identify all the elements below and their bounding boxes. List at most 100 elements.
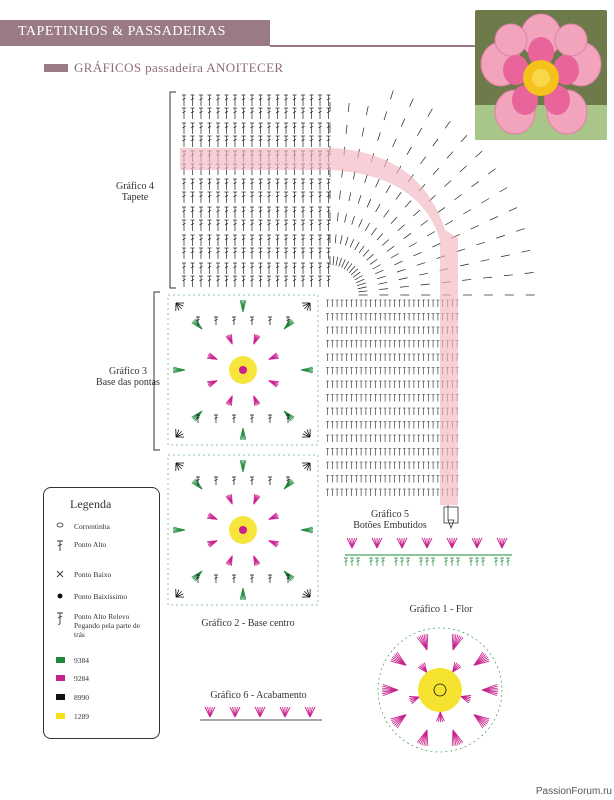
stitch-mark [250,206,254,218]
g4-bracket [169,91,176,289]
stitch-mark [207,135,212,147]
stitch-mark [250,178,254,190]
row-stitch [364,421,368,429]
row-stitch [436,326,440,334]
row-stitch [340,394,344,402]
stitch-mark [326,122,331,134]
stitch-mark [292,247,297,259]
fan-stitch [339,235,343,245]
row-stitch [383,326,387,334]
g4-label: Gráfico 4 Tapete [110,181,160,203]
stitch-mark [224,247,229,259]
stitch-mark [182,122,186,134]
stitch-mark [190,135,195,147]
magenta-stitch [209,352,218,360]
magenta-stitch [268,517,279,520]
legend-color-1289: 1289 [54,712,89,721]
stitch-mark [275,219,280,231]
stitch-mark [301,206,305,218]
stitch-mark [292,191,297,203]
row-stitch [378,448,382,456]
row-stitch [407,434,411,442]
stitch-mark [232,414,236,423]
fan-stitch [403,232,412,239]
stitch-mark [267,191,271,203]
stitch-mark [196,476,200,485]
row-stitch [374,353,377,361]
fan-stitch [444,180,452,187]
fan-stitch [427,108,433,117]
fan-stitch [376,275,386,280]
corner-stitch [175,302,184,307]
stitch-mark [318,178,322,190]
fan-stitch [358,290,368,293]
stitch-mark [400,557,404,566]
stitch-mark [309,107,314,119]
row-stitch [350,421,353,429]
fan-stitch [364,174,368,183]
row-stitch [426,340,430,348]
row-stitch [436,380,440,388]
fan-stitch [476,241,486,246]
row-stitch [330,367,334,375]
row-stitch [359,421,363,429]
stitch-mark [275,107,280,119]
fan-stitch [432,243,441,248]
fan-stitch [354,241,360,251]
row-stitch [422,380,425,388]
row-stitch [340,326,344,334]
motif-outline [167,454,319,606]
stitch-mark [207,206,212,218]
corner-stitch [175,302,182,310]
row-stitch [359,394,363,402]
row-stitch [359,475,363,483]
row-stitch [407,353,411,361]
g3-subtitle: Base das pontas [96,377,160,388]
stitch-mark [233,122,237,134]
row-stitch [340,353,344,361]
row-stitch [398,394,401,402]
stitch-mark [199,191,203,203]
stitch-mark [356,557,360,566]
row-stitch [417,434,421,442]
row-stitch [374,488,377,496]
row-stitch [393,407,397,415]
stitch-mark [182,275,186,287]
stitch-mark [199,219,203,231]
legend-item-chain: Correntinha [54,522,110,531]
color-code: 9284 [74,674,89,683]
fan-stitch [432,138,439,147]
stitch-mark [216,94,220,106]
stitch-mark [224,135,229,147]
row-stitch [431,461,435,469]
row-stitch [330,448,334,456]
row-stitch [417,448,421,456]
stitch-mark [241,94,246,106]
row-stitch [412,353,416,361]
g1-petal-stitch [452,637,464,651]
row-stitch [398,448,401,456]
row-stitch [374,434,377,442]
stitch-mark [216,191,220,203]
row-stitch [407,313,411,321]
fan-stitch [460,134,468,143]
row-stitch [378,367,382,375]
row-stitch [378,380,382,388]
legend-item-slip-stitch: Ponto Baixíssimo [54,592,127,601]
fan-stitch [394,260,403,266]
legend-label: Ponto Baixo [74,570,112,579]
center-ring [239,366,247,374]
row-stitch [383,394,387,402]
row-stitch [388,475,392,483]
stitch-mark [216,206,220,218]
stitch-mark [284,135,288,147]
fan-stitch [378,281,388,285]
green-stitch [283,482,295,490]
footer-watermark: PassionForum.ru [535,786,612,797]
stitch-mark [469,557,473,566]
g2-label: Gráfico 2 - Base centro [201,618,295,629]
row-stitch [364,394,368,402]
row-stitch [364,326,368,334]
stitch-mark [199,275,203,287]
stitch-mark [309,247,314,259]
